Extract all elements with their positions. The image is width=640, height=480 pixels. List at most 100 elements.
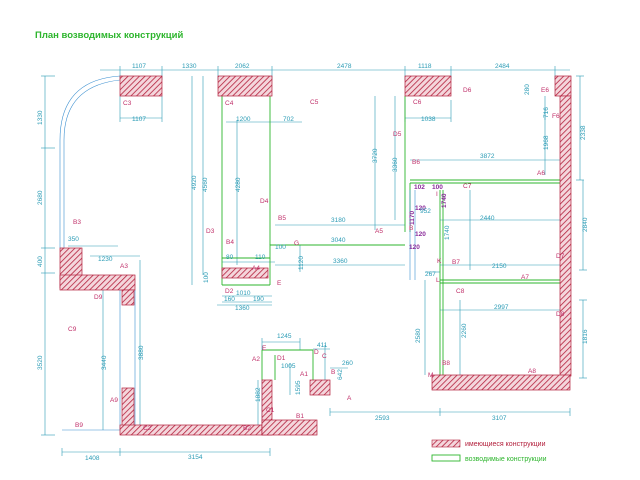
- dimension-label: 1200: [236, 116, 251, 123]
- dimension-label: 1107: [132, 116, 146, 123]
- new-construction-lines: [221, 96, 570, 380]
- dimension-label: 4920: [191, 175, 198, 190]
- dimension-label: 1005: [281, 363, 296, 370]
- marker-label: 120: [415, 205, 426, 212]
- existing-walls: [59, 75, 572, 436]
- dimension-label: 1010: [236, 290, 251, 297]
- marker-label: 952: [420, 208, 431, 215]
- dimension-label: 716: [543, 107, 550, 118]
- element-label: B2: [243, 425, 251, 432]
- marker-label: 100: [432, 184, 443, 191]
- dimension-label: 3154: [188, 454, 203, 461]
- element-label: C3: [123, 100, 132, 107]
- dimension-label: 4560: [202, 177, 209, 192]
- marker-label: 1740: [441, 193, 448, 208]
- dimension-label: 2062: [235, 63, 250, 70]
- dimension-label: 1245: [277, 333, 292, 340]
- element-label: C8: [456, 288, 465, 295]
- dimension-label: 3360: [392, 157, 399, 172]
- element-label: B5: [278, 215, 286, 222]
- dimension-label: 3040: [331, 237, 346, 244]
- element-label: A7: [521, 274, 529, 281]
- dimension-label: 2440: [480, 215, 495, 222]
- dimension-label: 1118: [418, 63, 432, 70]
- element-label: M: [428, 372, 433, 379]
- element-label: A1: [300, 371, 308, 378]
- dimension-label: 2484: [495, 63, 510, 70]
- dimension-label: 160: [224, 296, 235, 303]
- dimension-label: 1120: [298, 256, 305, 270]
- dimension-label: 3440: [101, 355, 108, 370]
- element-label: C5: [310, 99, 319, 106]
- dimension-label: 280: [524, 84, 531, 95]
- dimension-label: 100: [275, 244, 286, 251]
- element-label: A8: [528, 368, 536, 375]
- element-label: B3: [73, 219, 81, 226]
- element-label: D9: [94, 294, 103, 301]
- apartment-outline: [59, 75, 416, 432]
- element-label: D6: [463, 87, 472, 94]
- dimension-label: 400: [37, 256, 44, 267]
- element-label: B9: [75, 422, 83, 429]
- element-label: A3: [120, 263, 128, 270]
- element-label: D7: [556, 253, 565, 260]
- dimension-label: 1740: [444, 225, 451, 240]
- dimension-label: 260: [342, 360, 353, 367]
- dimension-label: 642: [337, 369, 344, 380]
- dimension-label: 3107: [492, 415, 507, 422]
- legend-new-swatch: [431, 454, 461, 462]
- element-labels: C3 C4 C5 C6 D6 E6 F6 D5 B6 A6 B3 A3 D9 C…: [68, 87, 565, 432]
- dimension-label: 2150: [492, 263, 507, 270]
- dimension-label: 100: [203, 272, 210, 283]
- page-title: План возводимых конструкций: [35, 30, 184, 41]
- dimension-label: 2593: [375, 415, 390, 422]
- element-label: D8: [556, 311, 565, 318]
- element-label: C1: [266, 407, 275, 414]
- dimension-label: 2260: [461, 323, 468, 338]
- element-label: C2: [143, 425, 152, 432]
- dimension-label: 3872: [480, 153, 495, 160]
- dimension-label: 350: [68, 236, 79, 243]
- element-label: A6: [537, 170, 545, 177]
- dimension-label: 1038: [421, 116, 436, 123]
- dimension-label: 2580: [415, 328, 422, 343]
- dimension-label: 3720: [372, 148, 379, 163]
- element-label: D3: [206, 228, 215, 235]
- element-label: B1: [296, 413, 304, 420]
- dimension-label: 2338: [580, 125, 587, 140]
- element-label: F6: [552, 113, 560, 120]
- element-label: A5: [375, 228, 383, 235]
- dimension-label: 190: [253, 296, 264, 303]
- element-label: D2: [225, 288, 234, 295]
- element-label: B6: [412, 159, 420, 166]
- shaft-markers: 102 100 120 120 120 952 1740 1170: [409, 184, 448, 251]
- dimension-label: 80: [226, 254, 234, 261]
- marker-label: 1170: [409, 211, 416, 225]
- element-label: E6: [541, 87, 549, 94]
- legend-new-label: возводимые конструкции: [465, 456, 547, 463]
- dimension-label: 2680: [37, 190, 44, 205]
- element-label: C9: [68, 326, 77, 333]
- element-label: B: [409, 225, 413, 232]
- element-label: D: [314, 349, 319, 356]
- element-label: C4: [225, 100, 234, 107]
- element-label: A2: [252, 356, 260, 363]
- element-label: C6: [413, 99, 422, 106]
- dimension-lines: [41, 66, 587, 456]
- dimension-labels: 1107 1330 2062 2478 1118 2484 1107 1200 …: [37, 63, 589, 462]
- dimension-label: 1107: [132, 63, 146, 70]
- dimension-label: 110: [255, 254, 266, 261]
- element-label: E: [277, 280, 282, 287]
- legend: имеющиеся конструкции возводимые констру…: [431, 439, 547, 463]
- dimension-label: 702: [283, 116, 294, 123]
- legend-existing-label: имеющиеся конструкции: [465, 441, 546, 448]
- element-label: E: [262, 345, 267, 352]
- dimension-label: 1816: [582, 329, 589, 344]
- marker-label: 120: [415, 231, 426, 238]
- dimension-label: 1882: [255, 387, 262, 402]
- dimension-label: 2478: [337, 63, 352, 70]
- element-label: L: [436, 277, 440, 284]
- dimension-label: 1968: [543, 135, 550, 150]
- element-label: D4: [260, 198, 269, 205]
